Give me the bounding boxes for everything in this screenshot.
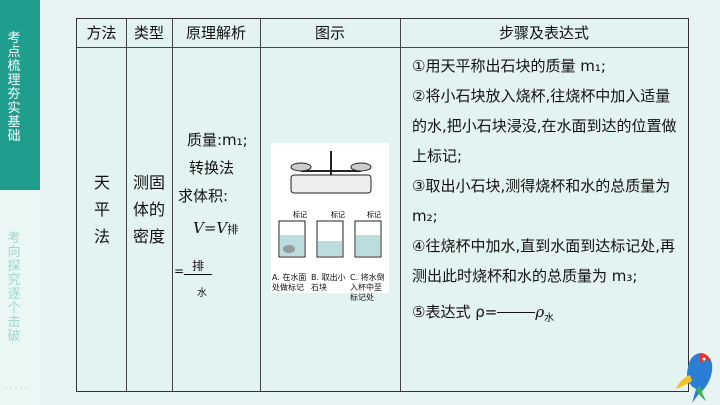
sidebar: 考点梳理 夯实基础 考向探究 逐个击破 ····· (0, 0, 40, 405)
principle-fraction: =排 (174, 257, 213, 286)
nav-item-explore[interactable]: 考向探究 逐个击破 (0, 200, 40, 360)
header-row: 方法 类型 原理解析 图示 步骤及表达式 (77, 19, 688, 48)
header-figure: 图示 (314, 24, 345, 42)
svg-text:标记: 标记 (367, 210, 381, 219)
header-steps: 步骤及表达式 (498, 24, 589, 42)
principle-vequals: V=V排 (193, 219, 239, 237)
header-principle: 原理解析 (185, 24, 246, 42)
col-method (77, 19, 127, 391)
type-cell: 测固体的密度 (132, 173, 165, 246)
parrot-icon (676, 353, 713, 403)
step-4: ④往烧杯中加水,直到水面到达标记处,再测出此时烧杯和水的总质量为 m₃; (412, 237, 675, 285)
figure-caption-c: C. 将水倒入杯中至标记处 (350, 273, 385, 302)
figure-caption-a: A. 在水面处做标记 (272, 273, 307, 292)
balance-beaker-svg: 标记 标记 标记 (278, 151, 382, 258)
col-type (126, 19, 173, 391)
col-figure (260, 19, 401, 391)
header-method: 方法 (86, 24, 117, 42)
nav-item-explore-label: 考向探究 逐个击破 (7, 231, 21, 344)
step-1: ①用天平称出石块的质量 m₁; (412, 57, 606, 75)
svg-text:标记: 标记 (293, 210, 307, 219)
svg-text:标记: 标记 (331, 210, 345, 219)
step-3: ③取出小石块,测得烧杯和水的总质量为 m₂; (412, 177, 671, 225)
step-2: ②将小石块放入烧杯,往烧杯中加入适量的水,把小石块浸没,在水面到达的位置做上标记… (412, 87, 677, 165)
method-table: 方法 类型 原理解析 图示 步骤及表达式 天平法 测固体的密度 质量:m₁; 转… (76, 18, 689, 392)
figure-caption-b: B. 取出小石块 (311, 273, 346, 292)
method-cell: 天平法 (94, 173, 111, 246)
principle-mass: 质量:m₁; (187, 131, 248, 149)
nav-item-review[interactable]: 考点梳理 夯实基础 (0, 0, 40, 190)
principle-volume: 求体积: (178, 187, 229, 205)
step-5: ⑤表达式 ρ=ρ水 (412, 303, 555, 324)
principle-method: 转换法 (189, 159, 235, 177)
decorative-dots: ····· (4, 384, 30, 395)
nav-item-review-label: 考点梳理 夯实基础 (7, 31, 21, 144)
col-principle (172, 19, 261, 391)
steps-cell: ①用天平称出石块的质量 m₁; ②将小石块放入烧杯,往烧杯中加入适量的水,把小石… (412, 51, 682, 334)
principle-frac-den: 水 (197, 288, 207, 299)
experiment-figure: 标记 标记 标记 A. 在水面处做标记 B. 取出小石块 C. 将水倒入杯中至标… (271, 143, 389, 302)
header-type: 类型 (133, 24, 164, 42)
